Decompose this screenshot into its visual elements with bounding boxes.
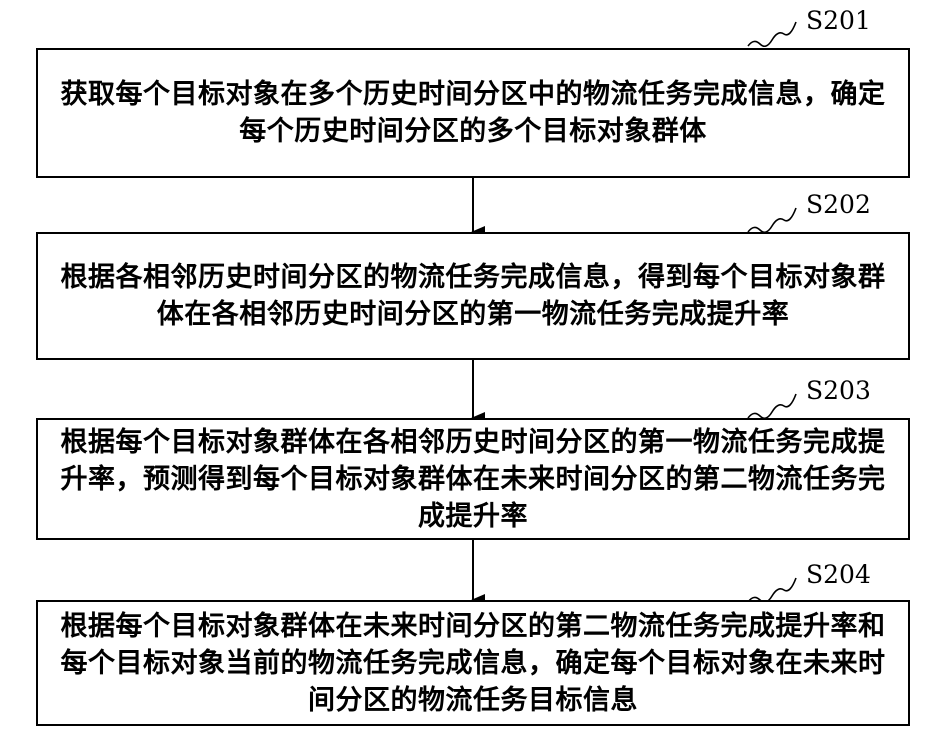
leader-line-s203	[748, 394, 796, 418]
step-box-s201: 获取每个目标对象在多个历史时间分区中的物流任务完成信息，确定每个历史时间分区的多…	[36, 48, 910, 178]
step-text-s203: 根据每个目标对象群体在各相邻历史时间分区的第一物流任务完成提升率，预测得到每个目…	[38, 424, 908, 535]
leader-line-s201	[748, 22, 796, 46]
step-label-s204: S204	[806, 560, 871, 589]
leader-line-s204	[748, 578, 796, 602]
leader-line-s202	[748, 208, 796, 232]
step-label-s202: S202	[806, 190, 871, 219]
step-label-s201: S201	[806, 6, 871, 35]
step-box-s203: 根据每个目标对象群体在各相邻历史时间分区的第一物流任务完成提升率，预测得到每个目…	[36, 418, 910, 540]
step-box-s202: 根据各相邻历史时间分区的物流任务完成信息，得到每个目标对象群体在各相邻历史时间分…	[36, 232, 910, 360]
step-text-s201: 获取每个目标对象在多个历史时间分区中的物流任务完成信息，确定每个历史时间分区的多…	[38, 76, 908, 150]
step-text-s202: 根据各相邻历史时间分区的物流任务完成信息，得到每个目标对象群体在各相邻历史时间分…	[38, 259, 908, 333]
step-text-s204: 根据每个目标对象群体在未来时间分区的第二物流任务完成提升率和每个目标对象当前的物…	[38, 608, 908, 719]
step-label-s203: S203	[806, 376, 871, 405]
step-box-s204: 根据每个目标对象群体在未来时间分区的第二物流任务完成提升率和每个目标对象当前的物…	[36, 600, 910, 726]
